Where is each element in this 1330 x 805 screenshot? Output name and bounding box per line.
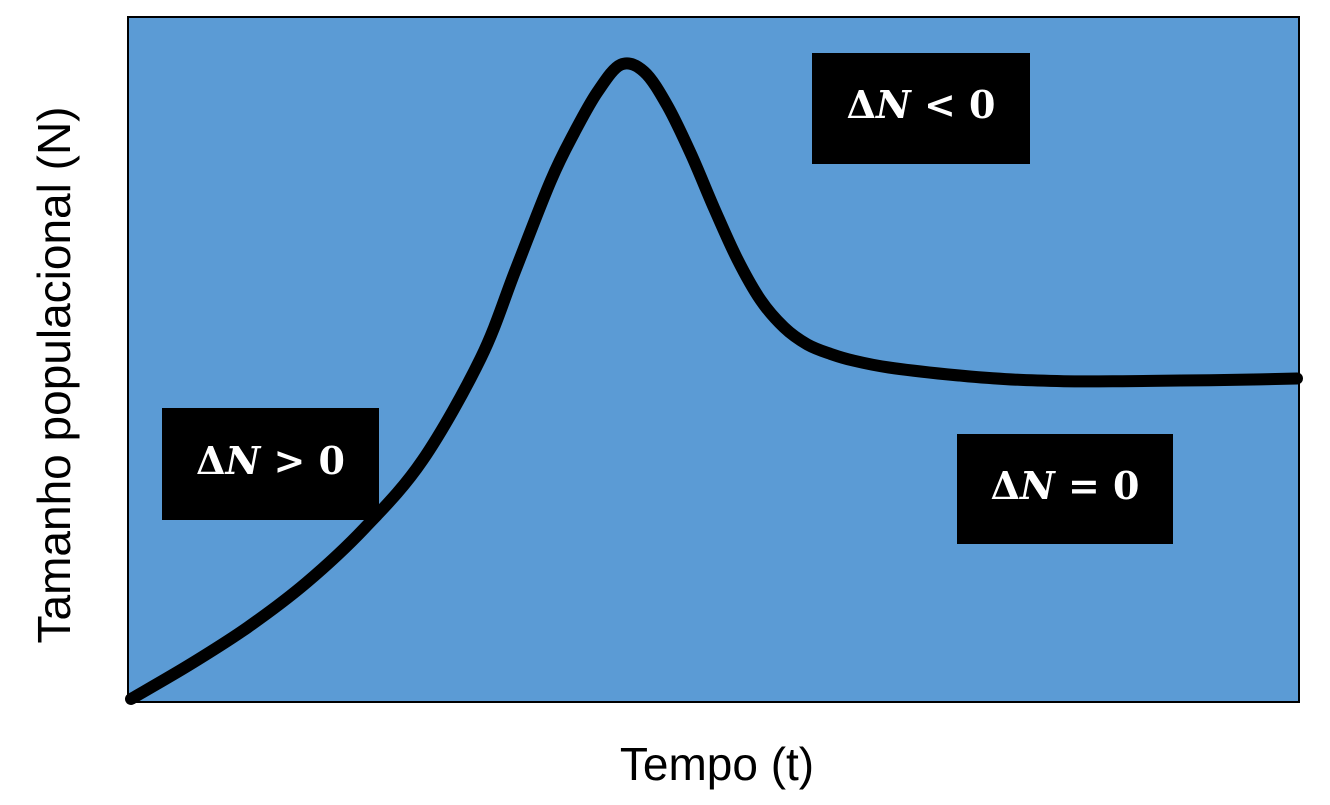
annotation-label: ΔN = 0 (991, 463, 1140, 508)
annotation-delta-n-zero: ΔN = 0 (957, 434, 1173, 544)
y-axis-label: Tamanho populacional (N) (28, 107, 80, 644)
annotation-delta-n-positive: ΔN > 0 (162, 408, 379, 520)
annotation-delta-n-negative: ΔN < 0 (812, 53, 1030, 164)
x-axis-label: Tempo (t) (620, 738, 814, 790)
annotation-box (957, 434, 1173, 544)
annotation-box (162, 408, 379, 520)
population-curve (125, 57, 1303, 705)
annotation-label: ΔN > 0 (196, 438, 345, 483)
annotation-label: ΔN < 0 (847, 82, 996, 127)
annotation-box (812, 53, 1030, 164)
plot-area (127, 16, 1300, 703)
